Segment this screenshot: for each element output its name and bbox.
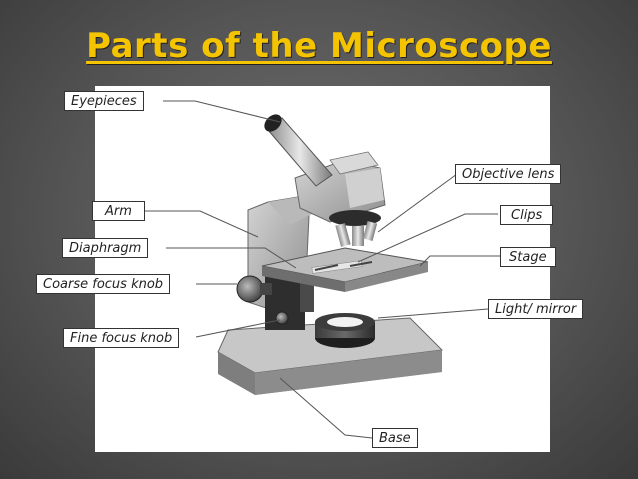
eyepiece-part [264, 114, 333, 187]
label-arm: Arm [92, 201, 145, 221]
stage-part [261, 247, 429, 292]
label-objective-lens: Objective lens [455, 164, 562, 184]
head-part [294, 151, 386, 247]
leader-lines [137, 100, 500, 439]
label-coarse-focus-knob: Coarse focus knob [36, 274, 171, 294]
label-fine-focus-knob: Fine focus knob [63, 328, 180, 348]
focus-knobs [236, 275, 289, 325]
slide-title: Parts of the Microscope [86, 26, 552, 66]
label-eyepieces: Eyepieces [64, 91, 144, 111]
label-light-mirror: Light/ mirror [488, 299, 584, 319]
light-mirror-part [315, 313, 375, 348]
label-base: Base [372, 428, 418, 448]
label-clips: Clips [500, 205, 554, 225]
label-stage: Stage [500, 247, 556, 267]
label-diaphragm: Diaphragm [62, 238, 149, 258]
